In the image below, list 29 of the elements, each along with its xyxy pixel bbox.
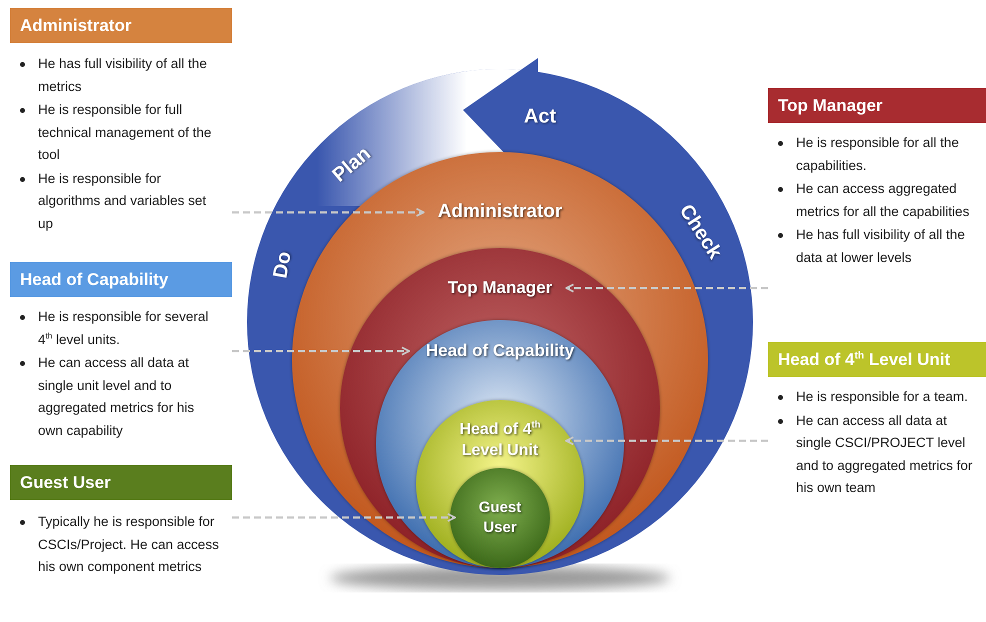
dashed-arrow <box>232 513 456 522</box>
circle-label: Top Manager <box>448 277 552 299</box>
bullet-text: He can access all data at single CSCI/PROJECT level and to aggregated metrics for his own team <box>796 412 972 495</box>
bullet-text: He is responsible for a team. <box>796 389 968 404</box>
role-heading: Head of 4$^{th}$ Level Unit <box>768 342 986 377</box>
cycle-step-label: Act <box>524 106 556 128</box>
circle-label: Head of 4$^{th}$ Level Unit <box>458 420 542 461</box>
role-heading: Head of Capability <box>10 262 232 297</box>
bullet-text: He can access aggregated metrics for all the capabilities <box>796 181 970 218</box>
role-circle <box>450 468 550 568</box>
bullet-text: He can access all data at single unit level and to aggregated metrics for his own capability <box>38 355 194 438</box>
bullet-text: He is responsible for all the capabilities. <box>796 135 959 172</box>
bullet-text: He is responsible for several 4$^{th}$ level units. <box>38 309 208 346</box>
circle-label: Head of Capability <box>424 340 576 362</box>
circle-label: Guest User <box>478 498 522 537</box>
cycle-step-label: Plan <box>328 142 376 188</box>
bullet-text: He is responsible for full technical management of the tool <box>38 102 212 162</box>
role-heading: Top Manager <box>768 88 986 123</box>
dashed-arrow <box>565 436 768 446</box>
bullet-text: He is responsible for algorithms and variables set up <box>38 170 206 230</box>
circle-label: Administrator <box>438 200 562 224</box>
cycle-step-label: Do <box>269 250 297 280</box>
bullet-text: He has full visibility of all the metrics <box>38 56 207 94</box>
role-heading: Administrator <box>10 8 232 43</box>
bullet-text: He has full visibility of all the data at lower levels <box>796 227 965 264</box>
role-heading: Guest User <box>10 465 232 500</box>
bullet-text: Typically he is responsible for CSCIs/Project. He can access his own component metrics <box>38 514 219 574</box>
role-circle <box>416 400 584 568</box>
dashed-arrow <box>232 208 425 217</box>
